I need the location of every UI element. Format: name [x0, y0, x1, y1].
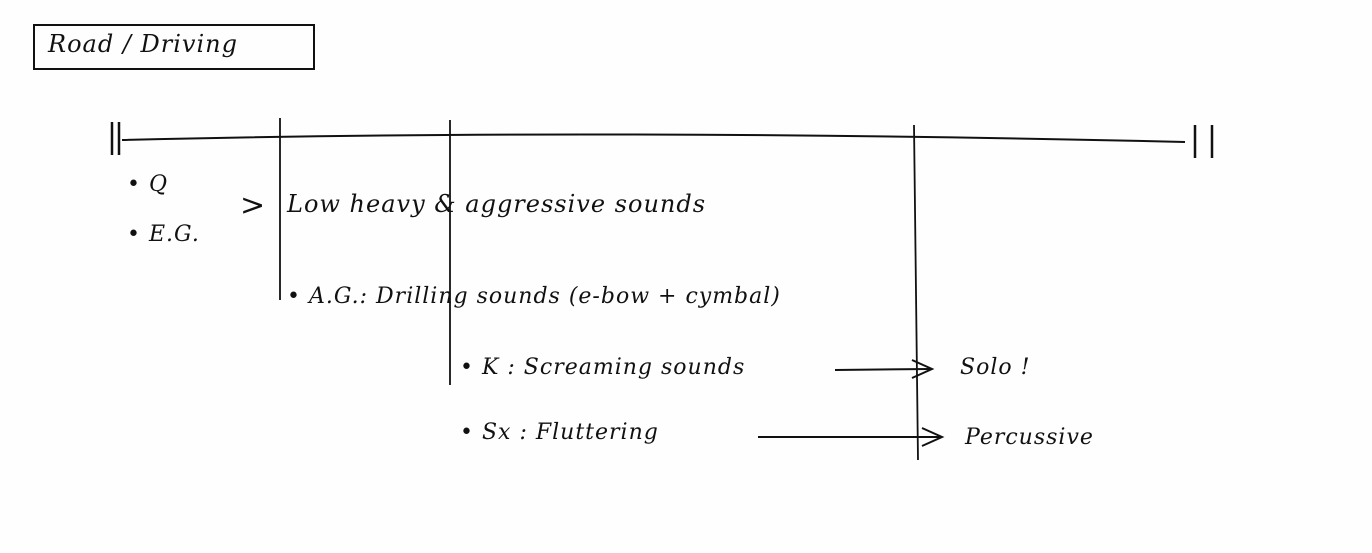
sx-text: • Sx : Fluttering: [460, 420, 659, 445]
instrument-eg: • E.G.: [127, 222, 200, 247]
k-result: Solo !: [960, 355, 1031, 380]
ag-text: • A.G.: Drilling sounds (e-bow + cymbal): [287, 284, 781, 309]
arrow-solo: [834, 368, 931, 371]
timeline-axis: [121, 133, 1186, 143]
instrument-q: • Q: [127, 172, 169, 197]
section-divider-3: [913, 124, 919, 461]
title-box: [33, 24, 315, 70]
low-heavy-text: Low heavy & aggressive sounds: [287, 190, 707, 218]
title: Road / Driving: [48, 30, 238, 58]
sx-result: Percussive: [965, 425, 1094, 450]
k-text: • K : Screaming sounds: [460, 355, 746, 380]
bracket: >: [240, 188, 267, 223]
